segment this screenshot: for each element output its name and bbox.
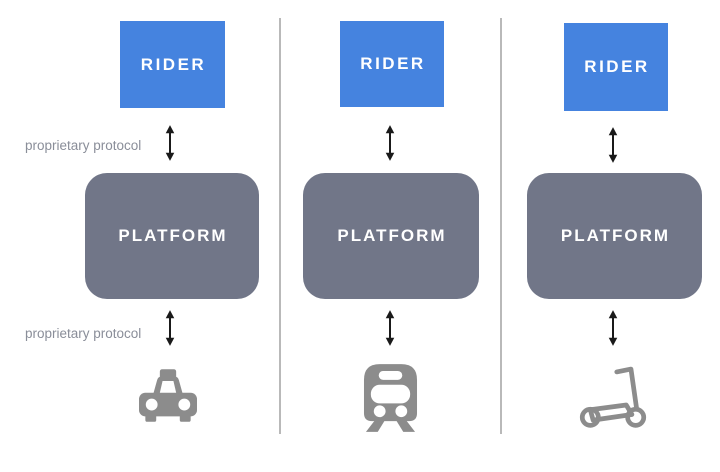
up-down-arrow-icon [385,310,395,346]
rider-box: RIDER [120,21,225,108]
column-divider [500,18,502,434]
platform-label: PLATFORM [560,226,671,245]
up-down-arrow-icon [608,127,618,163]
up-down-arrow-icon [385,125,395,161]
rider-label: RIDER [584,57,650,76]
platform-box: PLATFORM [303,173,479,299]
platform-box: PLATFORM [527,173,702,299]
up-down-arrow-icon [165,125,175,161]
platform-box: PLATFORM [85,173,259,299]
taxi-icon [139,369,197,422]
train-icon [363,364,418,432]
scooter-icon [579,366,647,428]
up-down-arrow-icon [165,310,175,346]
up-down-arrow-icon [608,310,618,346]
rider-box: RIDER [564,23,668,111]
proprietary-protocol-label: proprietary protocol [25,326,142,341]
platform-label: PLATFORM [118,226,228,245]
rider-box: RIDER [340,21,444,107]
rider-label: RIDER [140,54,207,74]
platform-label: PLATFORM [337,226,447,245]
rider-label: RIDER [360,54,426,73]
column-divider [279,18,281,434]
proprietary-protocol-label: proprietary protocol [25,138,142,153]
